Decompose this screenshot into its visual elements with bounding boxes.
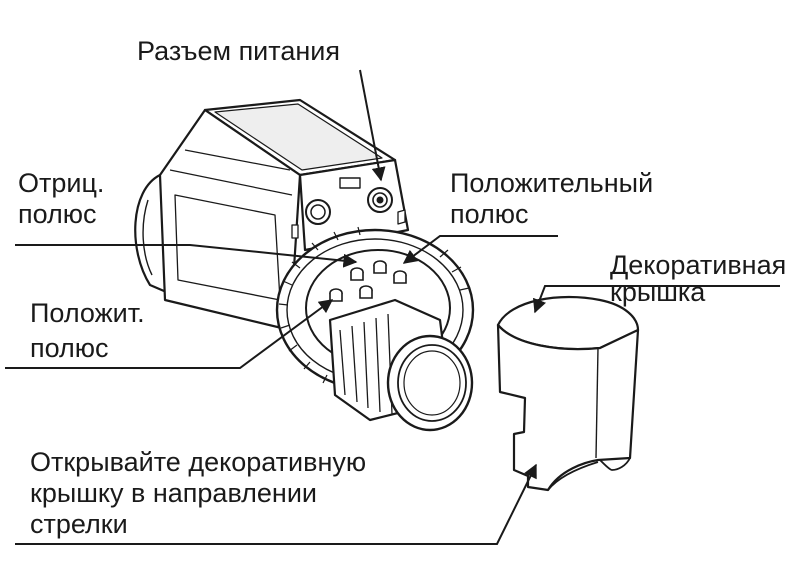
- power-connector-icon: [367, 187, 393, 213]
- leader-cover: [532, 285, 780, 314]
- pin-icon: [350, 267, 364, 281]
- contact-pins: [329, 260, 407, 302]
- label-positive-pole-right: Положительный полюс: [450, 168, 654, 229]
- pin-icon: [329, 288, 343, 302]
- label-power-connector: Разъем питания: [137, 36, 340, 66]
- device-housing: [134, 98, 410, 332]
- pin-icon: [393, 270, 407, 284]
- leader-instruction: [15, 463, 537, 545]
- label-positive-pole-left: Положит. полюс: [30, 298, 145, 363]
- leader-positive-left: [5, 299, 334, 369]
- decorative-cover: [496, 295, 640, 492]
- leader-lines: [5, 69, 780, 545]
- pipe-union: [328, 298, 474, 432]
- leader-positive-right: [402, 235, 558, 264]
- side-knob-icon: [305, 199, 331, 225]
- leader-negative: [15, 244, 358, 268]
- leader-power: [359, 69, 386, 182]
- pin-icon: [359, 285, 373, 299]
- label-negative-pole: Отриц. полюс: [18, 168, 105, 229]
- pin-icon: [373, 260, 387, 274]
- label-open-instruction: Открывайте декоративную крышку в направл…: [30, 447, 367, 539]
- label-decorative-cover: Декоративная крышка: [610, 250, 787, 307]
